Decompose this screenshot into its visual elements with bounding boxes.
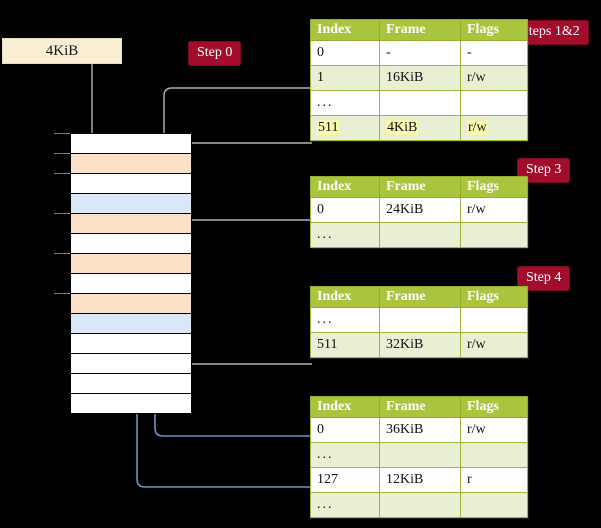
table-row: ... (310, 222, 528, 248)
cell-index: ... (310, 442, 380, 468)
cell-index: 0 (310, 40, 380, 66)
memory-row (71, 314, 191, 334)
column-header-frame: Frame (379, 286, 461, 308)
memory-row (71, 234, 191, 254)
cell-flags: r/w (460, 197, 528, 223)
table-row: ... (310, 307, 528, 333)
column-header-index: Index (310, 396, 380, 418)
cell-index: 1 (310, 65, 380, 91)
cell-index: 127 (310, 467, 380, 493)
memory-row (71, 274, 191, 294)
memory-tick (54, 253, 70, 254)
cell-frame: 24KiB (379, 197, 461, 223)
memory-row (71, 134, 191, 154)
cell-index: 0 (310, 417, 380, 443)
cell-flags (460, 442, 528, 468)
cell-flags (460, 492, 528, 518)
table-row: ... (310, 492, 528, 518)
cell-flags: r/w (460, 65, 528, 91)
memory-tick (54, 213, 70, 214)
cell-frame: 16KiB (379, 65, 461, 91)
column-header-flags: Flags (460, 286, 528, 308)
table-row: ... (310, 442, 528, 468)
cell-index: 0 (310, 197, 380, 223)
column-header-index: Index (310, 176, 380, 198)
memory-row (71, 394, 191, 414)
physical-memory-column (70, 133, 192, 414)
cell-frame (379, 222, 461, 248)
cell-index: ... (310, 307, 380, 333)
cell-frame (379, 492, 461, 518)
memory-row (71, 214, 191, 234)
column-header-frame: Frame (379, 19, 461, 41)
cell-index: ... (310, 492, 380, 518)
memory-row (71, 334, 191, 354)
memory-row (71, 354, 191, 374)
cell-index: ... (310, 222, 380, 248)
cell-flags: - (460, 40, 528, 66)
column-header-flags: Flags (460, 19, 528, 41)
cell-frame: 36KiB (379, 417, 461, 443)
memory-row (71, 374, 191, 394)
cell-flags (460, 222, 528, 248)
cell-frame: 32KiB (379, 332, 461, 358)
table-row: ... (310, 90, 528, 116)
memory-row (71, 154, 191, 174)
memory-row (71, 174, 191, 194)
column-header-index: Index (310, 286, 380, 308)
cell-flags (460, 307, 528, 333)
memory-row (71, 294, 191, 314)
memory-tick (54, 293, 70, 294)
cell-frame (379, 90, 461, 116)
cell-flags: r/w (460, 332, 528, 358)
cell-index: ... (310, 90, 380, 116)
cell-flags: r (460, 467, 528, 493)
cell-frame: - (379, 40, 461, 66)
memory-tick (54, 173, 70, 174)
cell-flags (460, 90, 528, 116)
memory-tick (54, 153, 70, 154)
cell-frame: 4KiB (379, 115, 461, 141)
column-header-flags: Flags (460, 176, 528, 198)
column-header-frame: Frame (379, 396, 461, 418)
memory-tick (54, 133, 70, 134)
column-header-flags: Flags (460, 396, 528, 418)
cell-flags: r/w (460, 417, 528, 443)
cell-frame (379, 307, 461, 333)
badge-step-0: Step 0 (188, 41, 242, 66)
memory-row (71, 254, 191, 274)
column-header-frame: Frame (379, 176, 461, 198)
table-row: 0-- (310, 40, 528, 66)
source-frame-label: 4KiB (45, 42, 79, 59)
column-header-index: Index (310, 19, 380, 41)
cell-index: 511 (310, 115, 380, 141)
source-frame-box: 4KiB (2, 38, 122, 64)
memory-row (71, 194, 191, 214)
cell-frame: 12KiB (379, 467, 461, 493)
cell-flags: r/w (460, 115, 528, 141)
cell-index: 511 (310, 332, 380, 358)
cell-frame (379, 442, 461, 468)
